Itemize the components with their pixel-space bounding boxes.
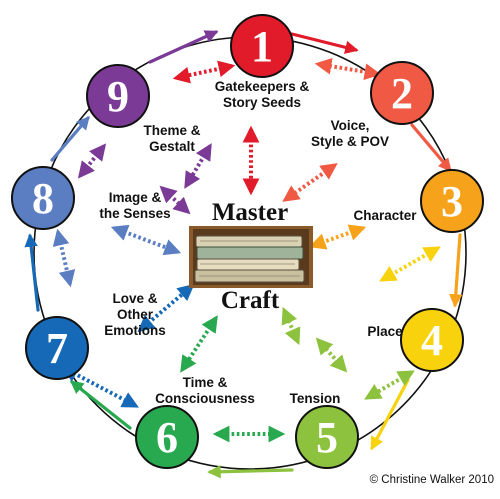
- cycle-arrow: [148, 30, 219, 64]
- svg-text:2: 2: [391, 69, 413, 118]
- stage-label-5: Tension: [290, 391, 341, 406]
- cycle-arrow: [207, 465, 294, 479]
- stage-node-7: 7: [25, 316, 89, 380]
- dotted-link-arrow: [364, 370, 415, 400]
- stage-nodes: 1 2 3 4 5 6 7 8 9: [11, 14, 484, 469]
- dotted-link-arrow: [137, 283, 195, 333]
- stage-label-1: Gatekeepers &Story Seeds: [215, 79, 310, 110]
- svg-text:8: 8: [32, 174, 54, 223]
- dotted-link-arrow: [52, 228, 76, 288]
- center-label-top: Master: [212, 199, 288, 226]
- svg-text:4: 4: [421, 316, 443, 365]
- stage-label-8: Image &the Senses: [99, 190, 170, 221]
- dotted-link-arrow: [110, 224, 182, 256]
- stage-node-1: 1: [230, 14, 294, 78]
- dotted-link-arrow: [281, 306, 301, 346]
- svg-text:9: 9: [107, 72, 129, 121]
- dotted-link-arrow: [180, 315, 218, 373]
- svg-text:3: 3: [441, 177, 463, 226]
- dotted-link-arrow: [184, 143, 212, 189]
- dotted-link-arrow: [282, 163, 338, 202]
- cycle-arrow: [290, 32, 359, 54]
- dotted-link-arrow: [159, 185, 191, 215]
- stage-node-4: 4: [400, 308, 464, 372]
- dotted-link-arrow: [308, 224, 367, 250]
- cycle-arrow: [410, 123, 452, 173]
- svg-text:7: 7: [46, 324, 68, 373]
- dotted-link-arrow: [315, 337, 348, 373]
- cycle-arrow: [370, 378, 410, 451]
- center-label-bottom: Craft: [221, 287, 280, 314]
- cycle-arrow: [50, 115, 90, 162]
- stage-label-6: Time &Consciousness: [155, 375, 255, 406]
- stage-label-3: Character: [353, 208, 417, 223]
- svg-text:6: 6: [156, 413, 178, 462]
- stage-node-6: 6: [135, 405, 199, 469]
- books-image: [189, 226, 313, 288]
- stage-label-4: Place: [367, 324, 403, 339]
- stage-node-2: 2: [370, 61, 434, 125]
- dotted-link-arrow: [77, 143, 107, 179]
- cycle-arrow: [24, 233, 40, 312]
- dotted-link-arrow: [172, 60, 236, 84]
- dotted-link-arrow: [61, 366, 139, 408]
- stage-label-2: Voice,Style & POV: [311, 118, 389, 149]
- svg-text:1: 1: [251, 22, 273, 71]
- stage-node-3: 3: [420, 169, 484, 233]
- cycle-arrow: [449, 233, 463, 308]
- stage-node-5: 5: [295, 405, 359, 469]
- stage-node-8: 8: [11, 166, 75, 230]
- stage-label-9: Theme &Gestalt: [143, 123, 200, 154]
- stage-node-9: 9: [86, 64, 150, 128]
- dotted-link-arrow: [379, 246, 441, 282]
- inner-arrows: [52, 57, 441, 443]
- copyright-notice: © Christine Walker 2010: [370, 474, 494, 486]
- svg-text:5: 5: [316, 413, 338, 462]
